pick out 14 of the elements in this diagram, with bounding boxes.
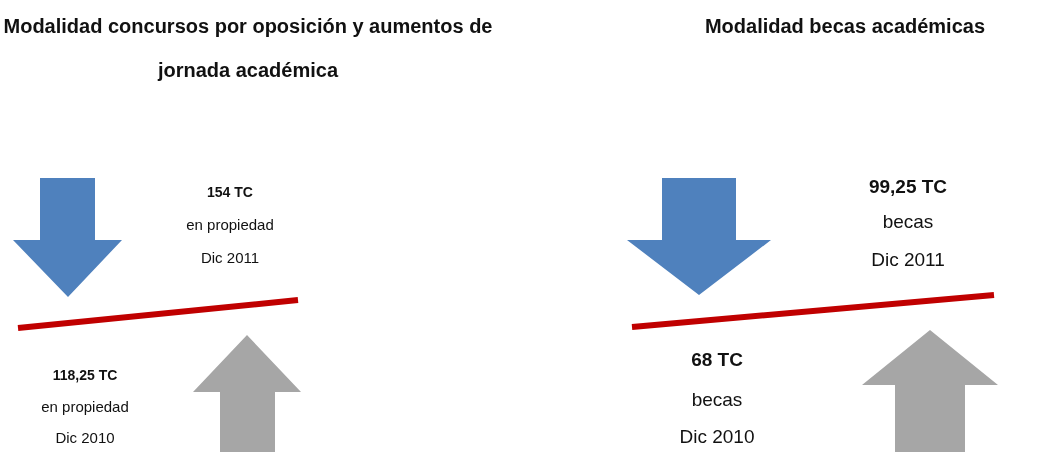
date-text: Dic 2010 [54, 429, 116, 447]
date-text: Dic 2011 [199, 249, 261, 267]
date-text: Dic 2010 [678, 425, 756, 448]
value-text: 118,25 TC [51, 366, 119, 383]
heading: Modalidad concursos por oposición y aumentos de jornada académica [2, 14, 494, 83]
caption-text: en propiedad [185, 216, 275, 234]
value-text: 154 TC [206, 183, 254, 200]
value-text: 99,25 TC [867, 175, 949, 198]
caption-text: en propiedad [40, 398, 130, 416]
value-text: 68 TC [690, 348, 744, 371]
heading: Modalidad becas académicas [703, 15, 987, 38]
caption-text: becas [881, 210, 935, 233]
caption-text: becas [690, 388, 744, 411]
date-text: Dic 2011 [870, 248, 946, 271]
